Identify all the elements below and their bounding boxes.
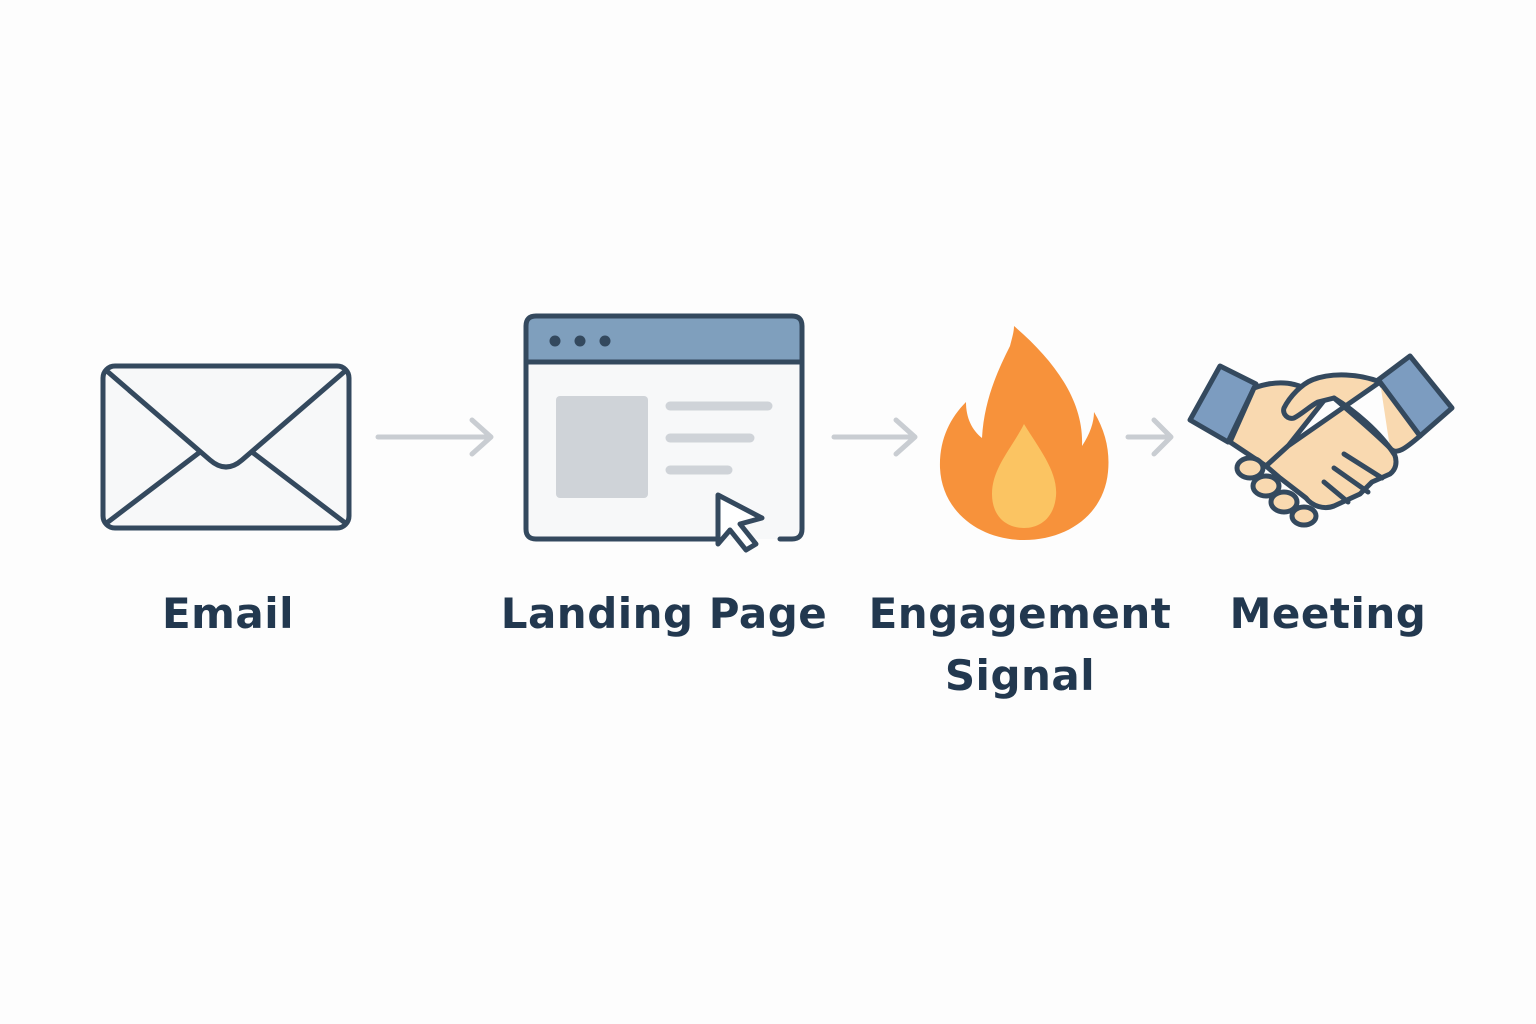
step-label-engagement-signal: Engagement Signal xyxy=(868,589,1172,700)
arrow-right-icon xyxy=(1125,417,1174,457)
flame-icon xyxy=(939,326,1109,540)
step-label-meeting: Meeting xyxy=(1229,589,1427,638)
image-placeholder xyxy=(556,396,648,498)
step-label-email: Email xyxy=(161,589,295,638)
cursor-icon xyxy=(715,492,765,553)
handshake-icon xyxy=(1187,353,1455,528)
arrow-right-icon xyxy=(375,417,494,457)
step-label-landing-page: Landing Page xyxy=(500,589,828,638)
arrow-right-icon xyxy=(831,417,918,457)
browser-window-icon xyxy=(523,313,805,553)
envelope-icon xyxy=(100,363,352,531)
